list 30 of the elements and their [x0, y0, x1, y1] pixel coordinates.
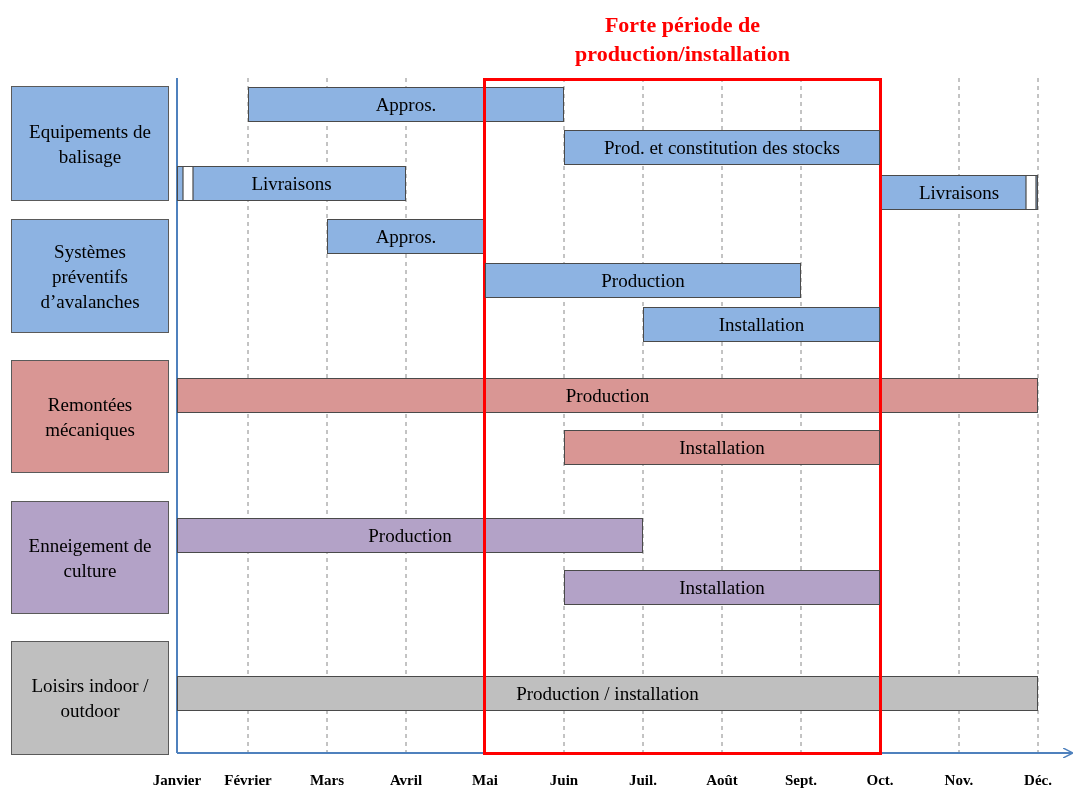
category-label: Systèmes préventifs d’avalanches [11, 219, 169, 333]
category-label: Remontées mécaniques [11, 360, 169, 473]
month-label: Août [706, 772, 738, 789]
month-label: Déc. [1024, 772, 1052, 789]
month-label: Juin [549, 772, 579, 789]
category-label: Loisirs indoor / outdoor [11, 641, 169, 755]
schedule-bar: Production [177, 378, 1038, 413]
schedule-bar: Appros. [327, 219, 485, 254]
month-label: Mai [472, 772, 498, 789]
schedule-bar: Installation [564, 430, 880, 465]
schedule-bar: Installation [564, 570, 880, 605]
schedule-bar: Livraisons [177, 166, 406, 201]
period-title: Forte période de production/installation [574, 11, 791, 68]
schedule-bar: Livraisons [880, 175, 1038, 210]
month-label: Mars [309, 772, 345, 789]
month-label: Février [224, 772, 272, 789]
category-label: Enneigement de culture [11, 501, 169, 614]
schedule-bar: Production [485, 263, 801, 298]
month-label: Juil. [629, 772, 657, 789]
schedule-bar: Installation [643, 307, 880, 342]
month-label: Sept. [784, 772, 818, 789]
schedule-bar: Production [177, 518, 643, 553]
month-label: Oct. [866, 772, 894, 789]
category-label: Equipements de balisage [11, 86, 169, 201]
schedule-bar: Prod. et constitution des stocks [564, 130, 880, 165]
schedule-bar: Production / installation [177, 676, 1038, 711]
month-label: Nov. [944, 772, 974, 789]
month-label: Janvier [152, 772, 202, 789]
schedule-bar: Appros. [248, 87, 564, 122]
month-label: Avril [389, 772, 423, 789]
